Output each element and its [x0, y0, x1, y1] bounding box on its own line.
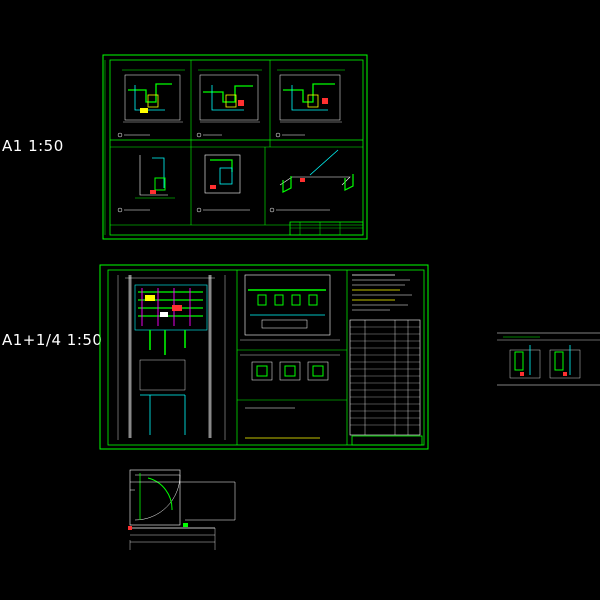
sheet-1-inner-frame: [109, 59, 364, 236]
sheet-2-equipment-plan: [117, 275, 226, 440]
sheet-2-outer-frame: [99, 264, 429, 450]
sheet-2-small-details: [240, 354, 340, 439]
sheet-1-detail-d: [117, 155, 175, 213]
sheet-3: [497, 332, 600, 386]
sheet-2-notes-and-table: [349, 274, 423, 446]
sheet-2: [99, 264, 429, 450]
sheet-1: [102, 54, 368, 240]
sheet-1-plan-b: [196, 69, 262, 138]
sheet-2-inner-frame: [107, 269, 425, 446]
sheet-1-plan-a: [117, 69, 185, 138]
sheet-1-isometric-view: [269, 149, 354, 213]
sheet-1-detail-e: [196, 154, 250, 213]
sheet-1-outer-frame: [102, 54, 368, 240]
sheet-2-section-view: [240, 274, 340, 341]
sheet2-scale-label: A1+1/4 1:50: [2, 331, 103, 349]
sheet-1-title-block: [289, 221, 364, 236]
sheet-1-plan-c: [275, 69, 345, 138]
bottom-detail: [128, 469, 236, 550]
sheet1-scale-label: A1 1:50: [2, 137, 64, 155]
